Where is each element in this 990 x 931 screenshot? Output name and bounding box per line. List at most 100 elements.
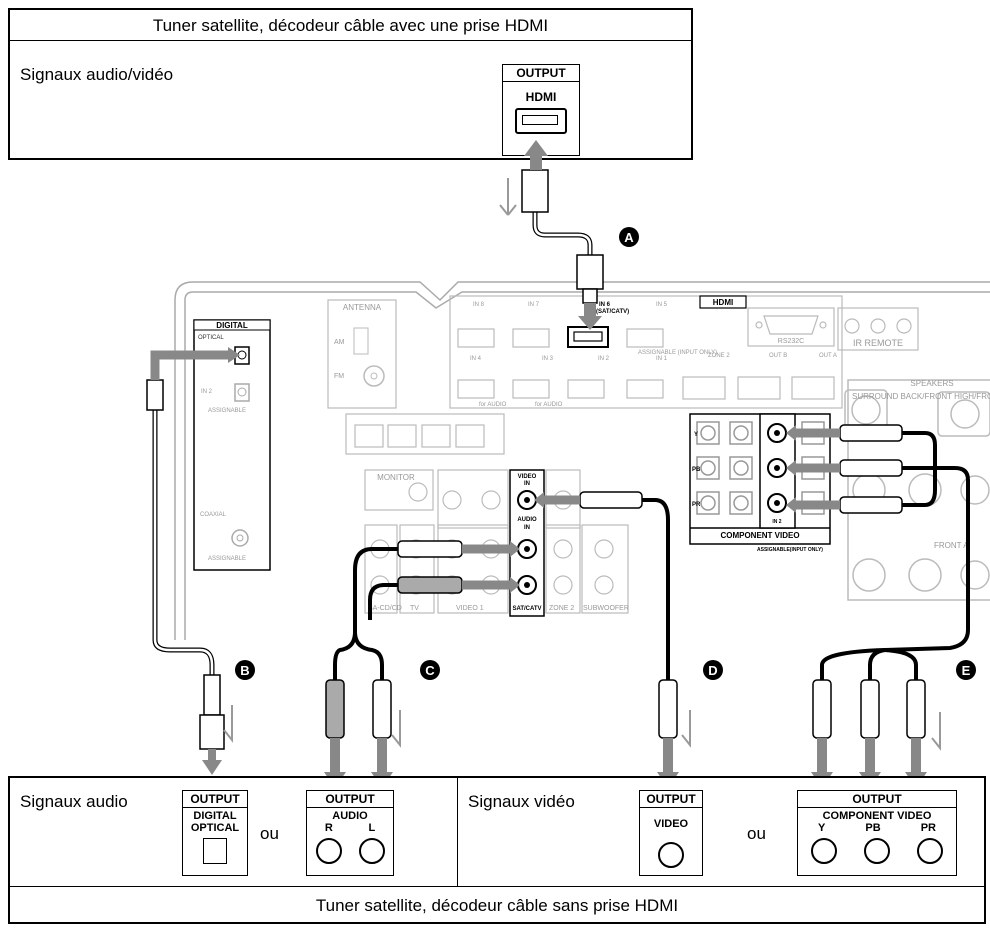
divider xyxy=(457,778,458,886)
rca-jack-icon xyxy=(358,838,385,864)
rca-jack-icon xyxy=(916,838,943,864)
svg-text:IN: IN xyxy=(524,525,530,531)
speakers-sub: SURROUND BACK/FRONT HIGH/FRO xyxy=(852,392,990,401)
svg-text:for AUDIO: for AUDIO xyxy=(535,402,563,408)
rca-jack-icon xyxy=(863,838,890,864)
svg-text:B: B xyxy=(240,663,249,678)
svg-text:SAT/CATV: SAT/CATV xyxy=(512,606,541,612)
svg-text:AUDIO: AUDIO xyxy=(517,517,537,523)
component-video-output: OUTPUT COMPONENT VIDEO Y PB PR xyxy=(797,790,957,876)
video-bottom-labels: SA-CD/CD TV VIDEO 1 ZONE 2 SUBWOOFER xyxy=(368,605,629,612)
svg-text:ZONE 2: ZONE 2 xyxy=(708,353,730,359)
svg-text:ZONE 2: ZONE 2 xyxy=(549,605,574,612)
hdmi-block xyxy=(449,295,843,409)
optical-cable xyxy=(146,347,240,775)
svg-text:OUT B: OUT B xyxy=(769,353,787,359)
digital-block: DIGITAL OPTICAL IN 1 IN 2 ASSIGNABLE COA… xyxy=(193,319,271,571)
component-video-block: Y PB PR IN 2 xyxy=(689,413,831,545)
svg-text:C: C xyxy=(425,663,435,678)
svg-text:IN 4: IN 4 xyxy=(470,356,482,362)
video-grid xyxy=(364,469,629,614)
rca-jack-icon xyxy=(811,838,838,864)
svg-text:ASSIGNABLE (INPUT ONLY): ASSIGNABLE (INPUT ONLY) xyxy=(638,350,717,356)
svg-text:A: A xyxy=(624,230,634,245)
hdmi-cable xyxy=(521,140,604,330)
svg-text:D: D xyxy=(708,663,717,678)
callout-b: B xyxy=(235,660,255,680)
callout-d: D xyxy=(703,660,723,680)
hdmi-output-box: OUTPUT HDMI xyxy=(502,64,580,156)
assignable-label: ASSIGNABLE xyxy=(208,408,246,414)
rs232c-block xyxy=(747,307,919,351)
svg-text:IN 1: IN 1 xyxy=(656,356,668,362)
svg-text:IN 2: IN 2 xyxy=(598,356,610,362)
video-output: OUTPUT VIDEO xyxy=(639,790,703,876)
svg-text:TV: TV xyxy=(410,605,419,612)
monitor-title: MONITOR xyxy=(377,473,415,482)
svg-text:IN 2: IN 2 xyxy=(772,519,781,525)
av-signals-label: Signaux audio/vidéo xyxy=(20,65,174,84)
lan-block xyxy=(345,413,505,455)
digital-optical-output: OUTPUT DIGITAL OPTICAL xyxy=(182,790,248,876)
fm-label: FM xyxy=(334,373,344,380)
svg-text:IN 5: IN 5 xyxy=(656,302,668,308)
audio-cable xyxy=(324,540,520,788)
coaxial-label: COAXIAL xyxy=(200,512,227,518)
svg-text:IN: IN xyxy=(524,481,530,487)
rca-jack-icon xyxy=(658,842,684,868)
svg-text:for AUDIO: for AUDIO xyxy=(479,402,507,408)
svg-text:VIDEO: VIDEO xyxy=(518,474,537,480)
optical-port-icon xyxy=(203,838,227,864)
rs232c-label: RS232C xyxy=(778,338,804,345)
or-label: ou xyxy=(747,824,766,843)
svg-text:IN 3: IN 3 xyxy=(542,356,554,362)
video-signals-label: Signaux vidéo xyxy=(468,792,575,811)
coax-assignable: ASSIGNABLE xyxy=(208,556,246,562)
svg-text:VIDEO 1: VIDEO 1 xyxy=(456,605,484,612)
digital-title: DIGITAL xyxy=(216,321,248,330)
hdmi-port-label: HDMI xyxy=(525,90,557,104)
bottom-device-title: Tuner satellite, décodeur câble sans pri… xyxy=(315,896,679,915)
svg-text:IN 2: IN 2 xyxy=(201,389,213,395)
receiver-rear-panel xyxy=(174,281,990,640)
speakers-title: SPEAKERS xyxy=(910,379,953,388)
optical-label: OPTICAL xyxy=(198,335,224,341)
ir-remote-label: IR REMOTE xyxy=(853,338,903,348)
sat-catv-column: VIDEO IN AUDIO IN SAT/CATV xyxy=(509,469,545,617)
svg-text:PB: PB xyxy=(692,467,701,473)
svg-text:IN 6: IN 6 xyxy=(599,302,611,308)
or-label: ou xyxy=(260,824,279,843)
callout-e: E xyxy=(956,660,976,680)
am-label: AM xyxy=(334,339,345,346)
svg-text:OUT A: OUT A xyxy=(819,353,837,359)
audio-signals-label: Signaux audio xyxy=(20,792,128,811)
svg-text:(SAT/CATV): (SAT/CATV) xyxy=(596,309,629,315)
hdmi-labels: IN 8 IN 7 IN 6 (SAT/CATV) IN 5 ASSIGNABLE… xyxy=(470,302,837,408)
callout-c: C xyxy=(420,660,440,680)
hdmi-title: HDMI xyxy=(713,298,733,307)
divider xyxy=(10,40,691,41)
front-a-label: FRONT A xyxy=(934,541,969,550)
svg-text:E: E xyxy=(962,663,971,678)
callout-a: A xyxy=(619,227,639,247)
rca-jack-icon xyxy=(315,838,342,864)
svg-text:SA-CD/CD: SA-CD/CD xyxy=(368,605,402,612)
component-note: ASSIGNABLE(INPUT ONLY) xyxy=(757,547,823,553)
svg-text:IN 8: IN 8 xyxy=(473,302,485,308)
antenna-block: ANTENNA AM FM xyxy=(327,299,397,409)
component-title: COMPONENT VIDEO xyxy=(720,531,799,540)
svg-text:IN 7: IN 7 xyxy=(528,302,540,308)
video-cable xyxy=(534,491,679,788)
divider xyxy=(10,886,984,887)
antenna-title: ANTENNA xyxy=(343,303,382,312)
bottom-device-panel: Signaux audio Signaux vidéo ou ou Tuner … xyxy=(8,776,986,924)
top-device-panel: Tuner satellite, décodeur câble avec une… xyxy=(8,8,693,160)
top-device-title: Tuner satellite, décodeur câble avec une… xyxy=(152,16,549,35)
hdmi-port-icon xyxy=(515,108,567,134)
output-header: OUTPUT xyxy=(503,65,579,82)
svg-text:SUBWOOFER: SUBWOOFER xyxy=(583,605,629,612)
audio-output: OUTPUT AUDIO R L xyxy=(306,790,394,876)
svg-text:PR: PR xyxy=(692,502,701,508)
svg-text:Y: Y xyxy=(694,432,698,438)
